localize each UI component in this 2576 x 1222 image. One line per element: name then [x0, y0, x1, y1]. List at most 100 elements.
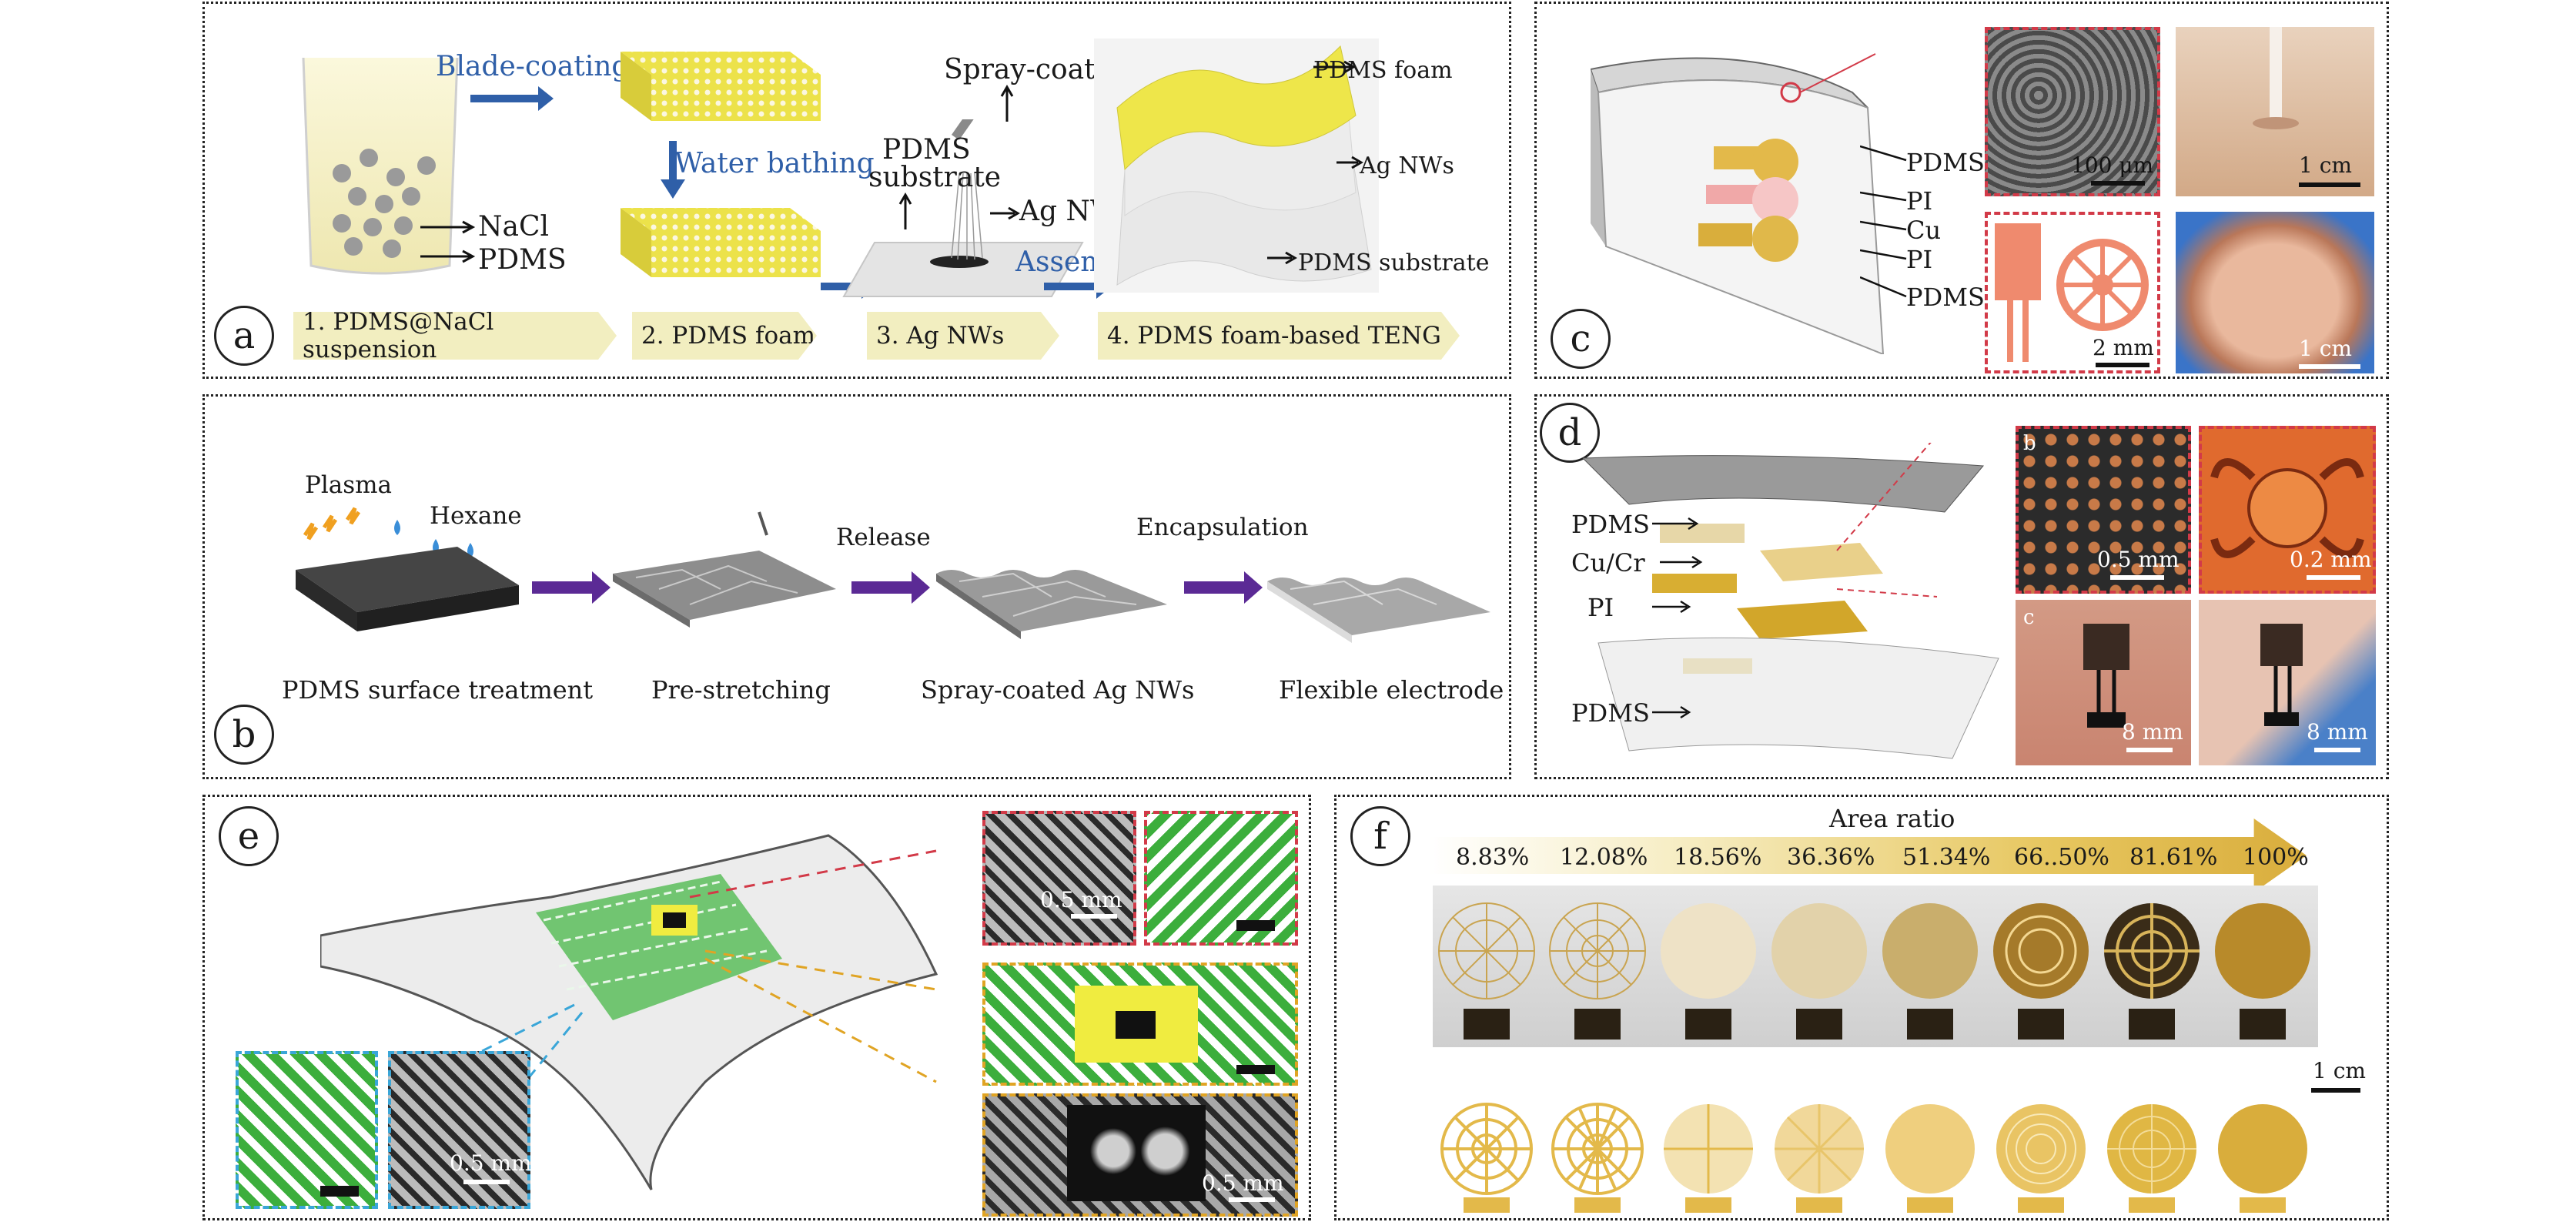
caption-pre-stretching: Pre-stretching [651, 675, 831, 705]
panel-b: Plasma Hexane Release Encapsulation PDMS… [202, 394, 1511, 779]
d-layer-cucr: Cu/Cr [1571, 548, 1645, 578]
spray-coater-pointer [1000, 85, 1014, 122]
d-layer-pi: PI [1587, 593, 1614, 622]
d-sub-b: b [2023, 432, 2036, 455]
d-scale4-label: 8 mm [2307, 719, 2368, 745]
d-photo-1-device [2083, 624, 2129, 728]
e-pattern-green [236, 1051, 378, 1209]
e-scale-left-bar [463, 1180, 510, 1184]
d-sub-c: c [2023, 606, 2035, 629]
e-green-top [1144, 811, 1298, 946]
c-layer-pi-1: PI [1906, 186, 1933, 216]
pdms-substrate-label-2: substrate [868, 162, 1002, 193]
water-bathing-label: Water bathing [674, 148, 875, 179]
panel-e-letter: e [219, 806, 279, 866]
f-scale-label: 1 cm [2313, 1058, 2366, 1083]
step-4: 4. PDMS foam-based TENG [1098, 312, 1460, 360]
e-chip-die [1116, 1011, 1156, 1039]
ag-nws-center-pointer [990, 206, 1020, 220]
ratio-7: 81.61% [2129, 844, 2218, 871]
plasma-label: Plasma [305, 471, 393, 499]
e-chip-green-scale-bar [1236, 1065, 1275, 1074]
c-layer-pointers [1860, 145, 1907, 298]
panel-f-letter: f [1350, 806, 1410, 866]
ratio-5: 51.34% [1902, 844, 1991, 871]
ratio-3: 18.56% [1674, 844, 1762, 871]
substrate-spray-illustration [842, 119, 1084, 297]
d-scale4-bar [2314, 748, 2360, 752]
blade-coating-label: Blade-coating [436, 51, 630, 82]
ratio-8: 100% [2243, 844, 2309, 871]
assembly-arrow [1044, 274, 1112, 299]
photo1-scale-bar [2299, 182, 2360, 187]
d-photo-2-device [2260, 624, 2303, 726]
d-scale3-label: 8 mm [2122, 719, 2183, 745]
device-photo-2 [2176, 212, 2374, 373]
e-green-top-scale-bar [1236, 920, 1275, 931]
panel-d-letter: d [1540, 403, 1600, 463]
panel-a: NaCl PDMS Blade-coating Water bathing Sp… [202, 2, 1511, 379]
d-layer-pdms-2: PDMS [1571, 698, 1650, 728]
sem-scale-label: 100 μm [2071, 152, 2154, 178]
photo2-scale-bar [2299, 364, 2360, 369]
foam-block-bottom [621, 208, 821, 277]
pattern-scale-label: 2 mm [2093, 335, 2154, 360]
nacl-arrows [420, 220, 476, 263]
panel-b-letter: b [214, 705, 274, 765]
arrow-2 [851, 571, 930, 604]
arrow-1 [532, 571, 611, 604]
e-green-scale-bar [320, 1186, 359, 1197]
ag-nws-right-label: Ag NWs [1360, 152, 1454, 179]
panel-f: f Area ratio 8.83% 12.08% 18.56% 36.36% … [1334, 795, 2389, 1220]
e-micro-top [982, 811, 1136, 946]
pdms-substrate-label-1: PDMS [882, 134, 971, 166]
caption-surface-treatment: PDMS surface treatment [282, 675, 594, 705]
schematic-row [1440, 1103, 2307, 1213]
sem-image [1985, 27, 2160, 196]
step-3: 3. Ag NWs [867, 312, 1059, 360]
teng-pointers [1267, 60, 1363, 265]
release-label: Release [836, 524, 931, 551]
electrode-pattern-graphic [1995, 223, 2149, 362]
d-scale1-bar [2110, 575, 2164, 580]
pdms-label: PDMS [478, 244, 567, 276]
substrate-pointer [898, 193, 912, 229]
panel-c-stack [1591, 53, 1885, 354]
e-scale-top-bar [1071, 914, 1117, 919]
panel-d-stack [1583, 443, 1999, 759]
pdms-substrate-right-label: PDMS substrate [1298, 249, 1490, 276]
f-scale-bar [2311, 1088, 2360, 1093]
device-photo-1-probe [2253, 27, 2299, 129]
wavy-sheet [936, 570, 1167, 639]
c-layer-pi-2: PI [1906, 245, 1933, 274]
d-layer-pdms-1: PDMS [1571, 510, 1650, 539]
d-micro-1 [2016, 426, 2191, 594]
panel-c-letter: c [1551, 309, 1611, 369]
c-layer-pdms-2: PDMS [1906, 283, 1985, 312]
photo2-scale-label: 1 cm [2299, 336, 2352, 361]
e-scale-bottom-label: 0.5 mm [1202, 1170, 1284, 1196]
e-scale-bottom-bar [1229, 1197, 1275, 1202]
pre-stretched-sheet [613, 511, 836, 628]
d-layer-pointers [1652, 517, 1703, 719]
teng-assembly-illustration [1094, 39, 1379, 293]
photo-row-discs [1438, 902, 2310, 1040]
d-micro-2-graphic [2210, 458, 2364, 558]
panel-e: e 0.5 mm 0.5 mm 0.5 mm [202, 795, 1311, 1220]
e-scale-top-label: 0.5 mm [1040, 887, 1122, 912]
nacl-label: NaCl [478, 211, 550, 243]
sem-scale-bar [2091, 181, 2145, 186]
step-2: 2. PDMS foam [632, 312, 817, 360]
encapsulation-label: Encapsulation [1136, 514, 1309, 541]
caption-spray-coated: Spray-coated Ag NWs [921, 675, 1195, 705]
c-layer-cu: Cu [1906, 216, 1942, 245]
arrow-3 [1184, 571, 1263, 604]
d-scale2-bar [2307, 575, 2360, 580]
water-bathing-arrow [661, 141, 685, 199]
foam-block-top [621, 52, 821, 121]
ratio-2: 12.08% [1560, 844, 1648, 871]
e-pattern-micro [388, 1051, 530, 1209]
ratio-1: 8.83% [1456, 844, 1530, 871]
panel-c: PDMS PI Cu PI PDMS 100 μm 1 cm 2 mm 1 cm… [1534, 2, 2389, 379]
flexible-electrode [1267, 578, 1490, 643]
